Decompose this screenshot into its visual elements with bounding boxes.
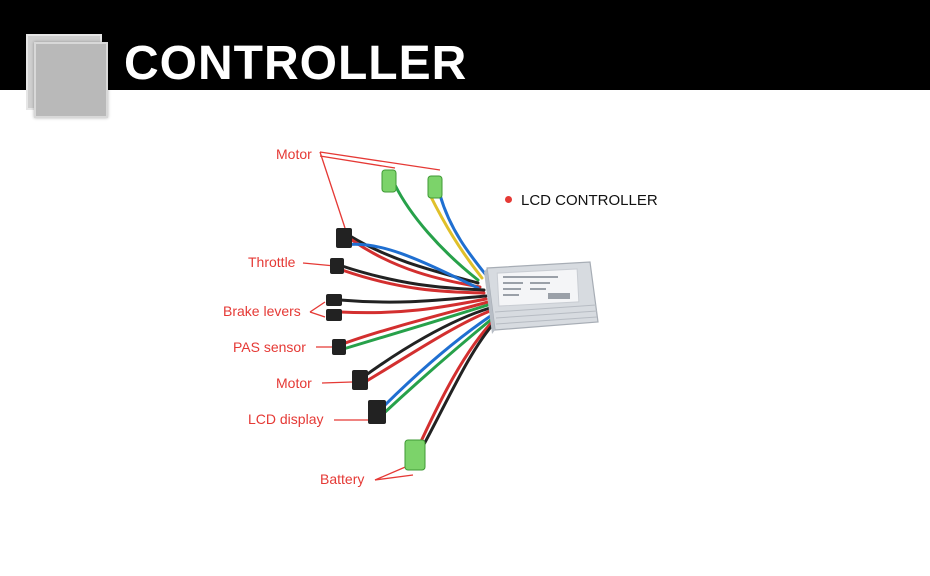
label-pas-sensor: PAS sensor (233, 339, 306, 355)
wires (338, 183, 497, 450)
motor-phase-connector (427, 175, 443, 199)
battery-connector (404, 439, 426, 471)
product-name: LCD CONTROLLER (521, 192, 658, 209)
logo-tile-front (34, 42, 108, 118)
label-lcd-display: LCD display (248, 411, 324, 427)
bullet-dot (505, 196, 512, 203)
page-title: CONTROLLER (124, 37, 468, 90)
lcd-connector (368, 400, 386, 424)
label-throttle: Throttle (248, 254, 296, 270)
leader-lines (302, 151, 441, 481)
label-motor-top: Motor (276, 146, 312, 162)
header-banner (0, 0, 930, 90)
brake-connector-right (326, 309, 342, 321)
label-motor-bottom: Motor (276, 375, 312, 391)
label-battery: Battery (320, 471, 365, 487)
throttle-connector (330, 258, 344, 274)
motor-hall-connector (381, 169, 397, 193)
brake-connector-left (326, 294, 342, 306)
connectors (326, 169, 443, 471)
throttle-connector-a (336, 228, 352, 248)
controller-box (484, 261, 599, 334)
motor-connector (352, 370, 368, 390)
pas-connector (332, 339, 346, 355)
label-brake-levers: Brake levers (223, 303, 301, 319)
